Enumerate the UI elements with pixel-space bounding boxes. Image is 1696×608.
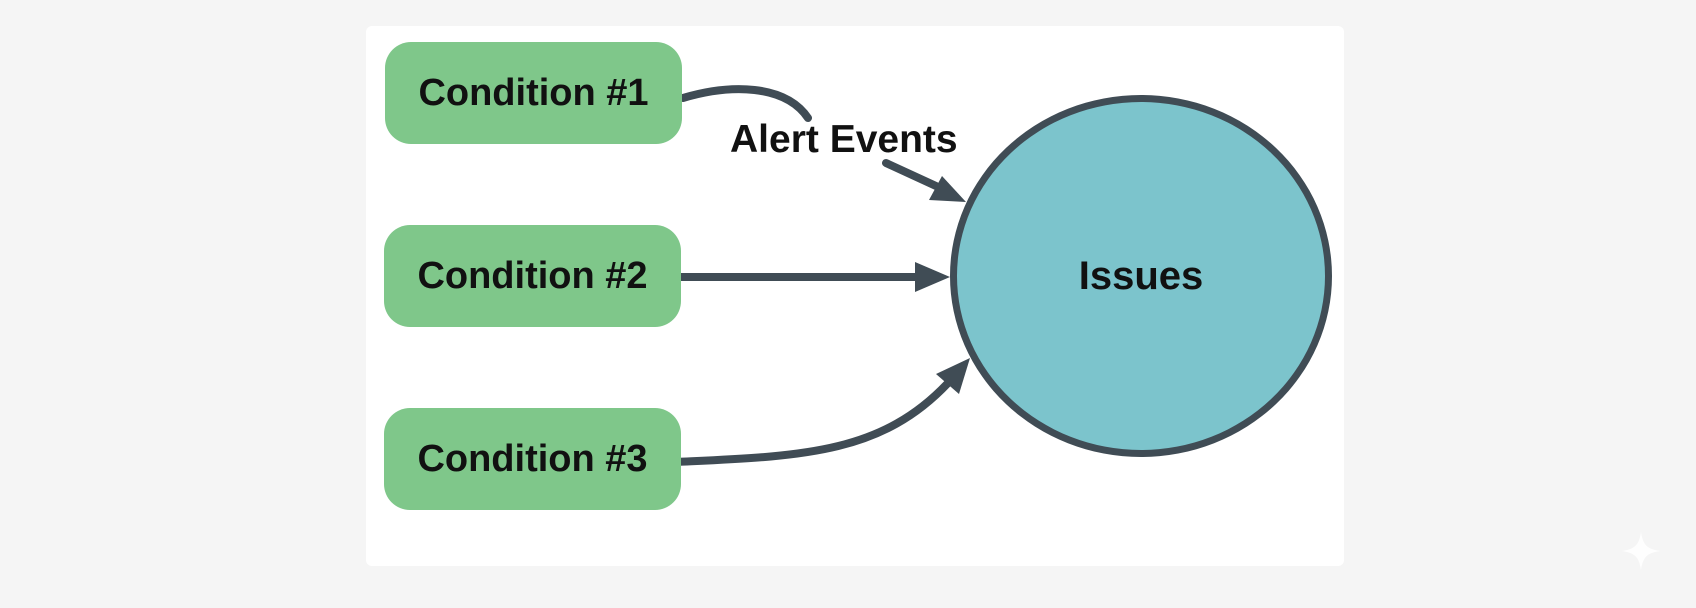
edge-label-alert-events: Alert Events	[730, 118, 958, 161]
edge-condition-3-issues	[673, 379, 952, 466]
arrowhead-condition-1	[929, 176, 966, 202]
node-label: Condition #1	[418, 71, 649, 114]
node-label: Condition #3	[417, 437, 648, 480]
arrowhead-condition-3	[936, 358, 970, 394]
issues-label: Issues	[1078, 253, 1204, 298]
edge-condition-1-issues-start	[679, 85, 812, 122]
node-issues: Issues	[950, 95, 1332, 457]
node-condition-2: Condition #2	[384, 225, 681, 327]
arrowhead-condition-2	[915, 262, 950, 292]
node-condition-3: Condition #3	[384, 408, 681, 510]
node-label: Condition #2	[417, 254, 648, 297]
sparkle-icon	[1622, 532, 1660, 570]
edge-condition-1-issues-end	[882, 159, 940, 190]
node-condition-1: Condition #1	[385, 42, 682, 144]
